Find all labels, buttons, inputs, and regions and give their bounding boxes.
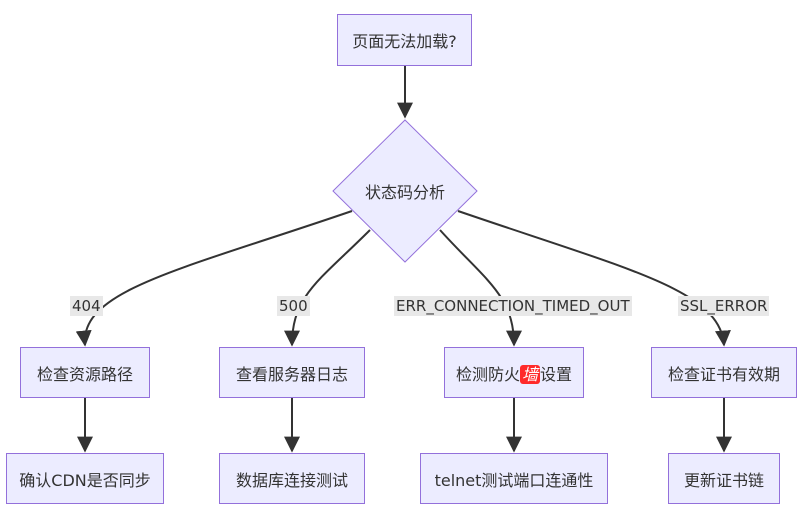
edge-decision-to-ssl [457,210,731,347]
node-check-resource-path: 检查资源路径 [20,347,150,398]
node-500-next-label: 数据库连接测试 [235,470,348,490]
node-500-label: 查看服务器日志 [235,364,348,384]
node-view-server-logs: 查看服务器日志 [219,347,365,398]
timeout-text-pre: 检测防火 [455,364,520,384]
edge-decision-to-404 [75,210,353,347]
edge-label-timeout: ERR_CONNECTION_TIMED_OUT [394,296,632,316]
node-check-cert-validity: 检查证书有效期 [651,347,797,398]
node-timeout-label: 检测防火墙设置 [456,361,572,385]
edge-decision-to-500 [284,229,371,347]
node-update-cert-chain: 更新证书链 [668,453,780,504]
timeout-text-post: 设置 [540,364,573,384]
node-confirm-cdn-sync: 确认CDN是否同步 [6,453,164,504]
highlight-mark: 墙 [519,364,540,384]
edge-label-500: 500 [277,296,310,316]
node-db-connection-test: 数据库连接测试 [219,453,365,504]
decision-diamond [332,119,478,263]
node-ssl-next-label: 更新证书链 [683,470,764,490]
edge-label-404: 404 [70,296,103,316]
node-404-label: 检查资源路径 [36,364,133,384]
decision-text: 状态码分析 [364,183,445,202]
node-start-label: 页面无法加载? [352,32,457,51]
node-start: 页面无法加载? [337,14,472,66]
node-check-firewall: 检测防火墙设置 [444,347,584,398]
node-404-next-label: 确认CDN是否同步 [19,470,151,490]
node-telnet-port-test: telnet测试端口连通性 [420,453,608,504]
edge-decision-to-timeout [439,229,522,347]
node-decision-label: 状态码分析 [333,178,477,204]
node-timeout-next-label: telnet测试端口连通性 [434,470,594,490]
edge-label-ssl: SSL_ERROR [678,296,770,316]
node-ssl-label: 检查证书有效期 [667,364,780,384]
